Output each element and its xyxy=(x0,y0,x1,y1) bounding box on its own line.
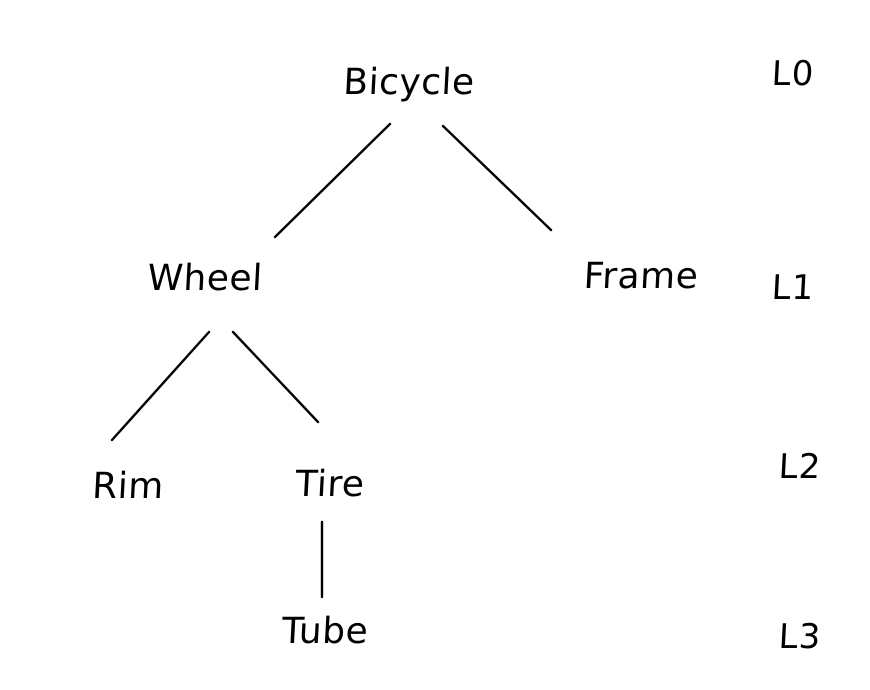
level-label-l3: L3 xyxy=(777,617,823,657)
node-frame: Frame xyxy=(582,256,700,297)
level-label-l2: L2 xyxy=(777,447,823,487)
edge-wheel-tire xyxy=(231,330,320,424)
node-wheel: Wheel xyxy=(146,258,264,299)
level-label-l0: L0 xyxy=(770,54,816,94)
node-tube: Tube xyxy=(280,611,370,652)
edge-bicycle-frame xyxy=(441,124,553,232)
level-label-l1: L1 xyxy=(770,268,816,308)
edge-bicycle-wheel xyxy=(273,122,392,239)
edge-wheel-rim xyxy=(110,330,211,442)
node-bicycle: Bicycle xyxy=(342,62,476,103)
node-tire: Tire xyxy=(294,464,366,505)
node-rim: Rim xyxy=(91,466,165,507)
